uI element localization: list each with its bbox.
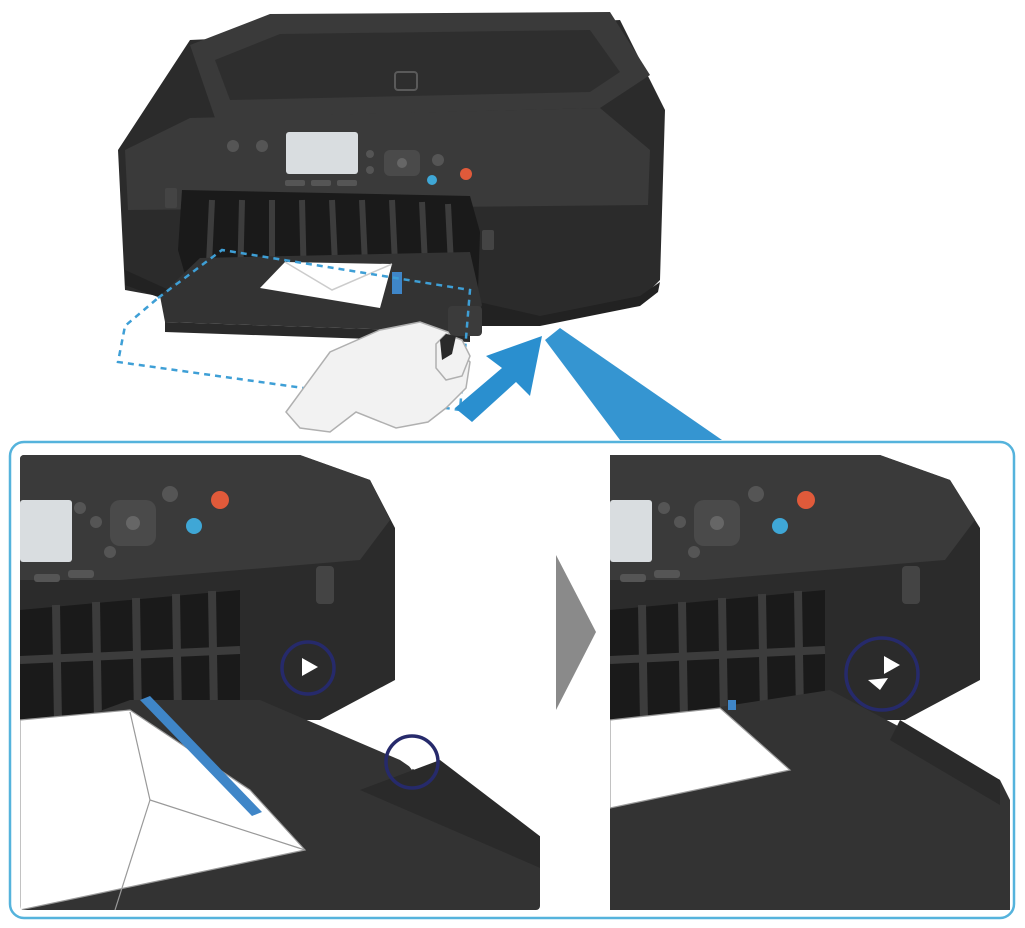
function-button-2 [311,180,331,186]
alignment-mark-icon [302,658,318,676]
lcd-screen [286,132,358,174]
function-button-1 [285,180,305,186]
closeup-fn-2 [68,570,94,578]
ok-button-icon [397,158,407,168]
closeup-guides-after [610,590,826,723]
closeup-guides [20,590,241,723]
closeup-fn-1 [34,574,60,582]
lcd-screen-closeup [20,500,72,562]
callout-ray [545,328,722,440]
closeup-button-b-after [674,516,686,528]
side-latch-right [482,230,494,250]
alignment-mark-cassette-icon [402,757,420,770]
closeup-back-icon-after [688,546,700,558]
closeup-color-start-icon [162,486,178,502]
closeup-fn-2-after [654,570,680,578]
closeup-button-b [90,516,102,528]
envelope-closeup [20,709,307,910]
printer-closeup-panel-after [610,455,975,580]
closeup-button-a [74,502,86,514]
closeup-black-start-icon [186,518,202,534]
closeup-back-icon [104,546,116,558]
closeup-side-latch-after [902,566,920,604]
highlight-circle-aligned [844,636,920,712]
copy-button-icon [256,140,268,152]
highlight-circle-cassette [384,734,440,790]
closeup-button-a-after [658,502,670,514]
alignment-mark-icon-after [884,656,900,674]
printer-closeup-panel [20,455,390,580]
closeup-stop-button-icon [211,491,229,509]
envelope-in-cassette [260,262,392,308]
black-start-button-icon [427,175,437,185]
highlight-circle-printer [280,640,336,696]
closeup-ok-button-icon-after [710,516,724,530]
cassette-handle [448,306,482,336]
printer-illustration [118,12,665,326]
envelope-closeup-after [610,707,792,809]
step-arrow-icon [556,555,596,710]
closeup-fn-1-after [620,574,646,582]
paper-guide-closeup [140,696,262,816]
function-button-3 [337,180,357,186]
side-latch-left [165,188,177,208]
detail-before-panel [20,455,540,910]
paper-guide-closeup-after [728,700,736,710]
closeup-ok-button-icon [126,516,140,530]
paper-guide-tab [392,272,402,294]
logo-icon [394,71,418,91]
closeup-cassette-rail-after [890,720,1000,805]
home-button-icon [227,140,239,152]
printer-lid-recess [215,30,620,100]
closeup-black-start-icon-after [772,518,788,534]
hand-shadow [440,334,456,360]
color-start-button-icon [432,154,444,166]
back-button-icon [366,166,374,174]
insert-arrow-icon [455,336,542,422]
closeup-color-start-icon-after [748,486,764,502]
closeup-side-latch [316,566,334,604]
printer-lid [190,12,650,118]
stop-button-icon [460,168,472,180]
hand-icon [285,321,471,433]
alignment-mark-cassette-icon-after [868,678,888,690]
closeup-stop-button-icon-after [797,491,815,509]
lcd-screen-closeup-after [610,500,652,562]
menu-button-icon [366,150,374,158]
detail-after-panel [610,455,1010,910]
